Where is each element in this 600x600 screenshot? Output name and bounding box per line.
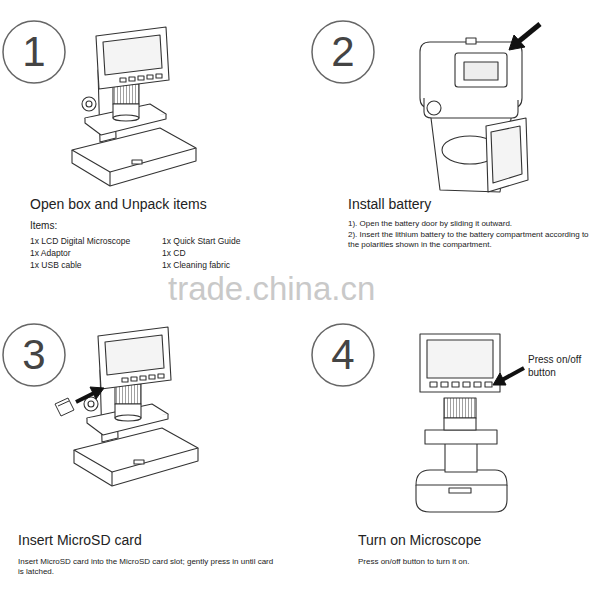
item-text: 1x Cleaning fabric (162, 260, 292, 271)
instruction-text: Press on/off button to turn it on. (358, 557, 588, 567)
step-number: 4 (331, 331, 354, 379)
step-number-circle: 3 (2, 323, 66, 387)
step-number: 2 (331, 28, 354, 76)
item-text: 1x USB cable (30, 260, 158, 271)
step-number-circle: 1 (2, 20, 66, 84)
list-heading: Items: (30, 220, 150, 233)
instruction-text: 1). Open the battery door by sliding it … (348, 219, 594, 229)
item-text: 1x CD (162, 248, 292, 259)
item-text: 1x Quick Start Guide (162, 236, 292, 247)
step-number: 1 (22, 28, 45, 76)
step-heading: Turn on Microscope (358, 532, 588, 550)
step-number: 3 (22, 331, 45, 379)
callout-text: Press on/off button (528, 354, 596, 379)
step-number-circle: 2 (311, 20, 375, 84)
instruction-text: Insert MicroSD card into the MicroSD car… (18, 557, 280, 577)
watermark: trade.china.cn (168, 268, 448, 309)
step-heading: Install battery (348, 196, 588, 214)
item-text: 1x Adaptor (30, 248, 158, 259)
item-text: 1x LCD Digital Microscope (30, 236, 158, 247)
step-heading: Insert MicroSD card (18, 532, 278, 550)
step-heading: Open box and Unpack items (30, 196, 290, 214)
instruction-text: 2). Insert the lithium battery to the ba… (348, 230, 594, 250)
step-number-circle: 4 (311, 323, 375, 387)
